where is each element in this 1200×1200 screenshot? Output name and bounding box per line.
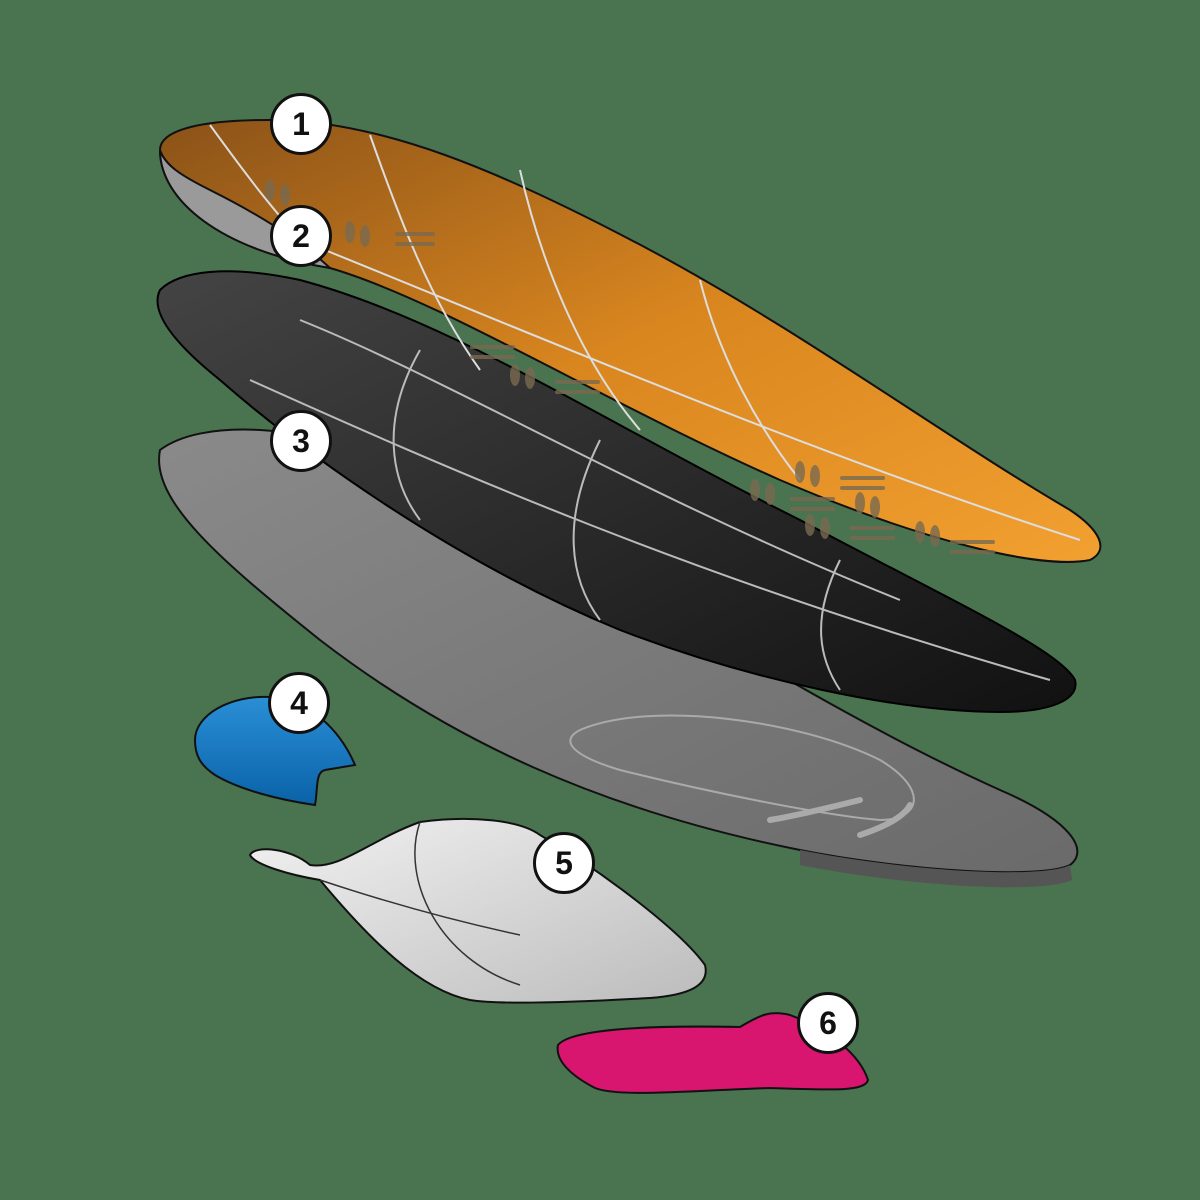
pink-pad-shape <box>556 1012 870 1094</box>
layer-badge-6: 6 <box>797 992 859 1054</box>
layer-badge-4: 4 <box>268 672 330 734</box>
layer-badge-2: 2 <box>270 205 332 267</box>
perforation-pattern <box>265 179 995 554</box>
layer-badge-5: 5 <box>533 832 595 894</box>
black-layer-shape <box>156 270 1077 714</box>
white-shell-shape <box>248 817 707 1004</box>
layer-badge-1: 1 <box>270 93 332 155</box>
layer-badge-3: 3 <box>270 410 332 472</box>
